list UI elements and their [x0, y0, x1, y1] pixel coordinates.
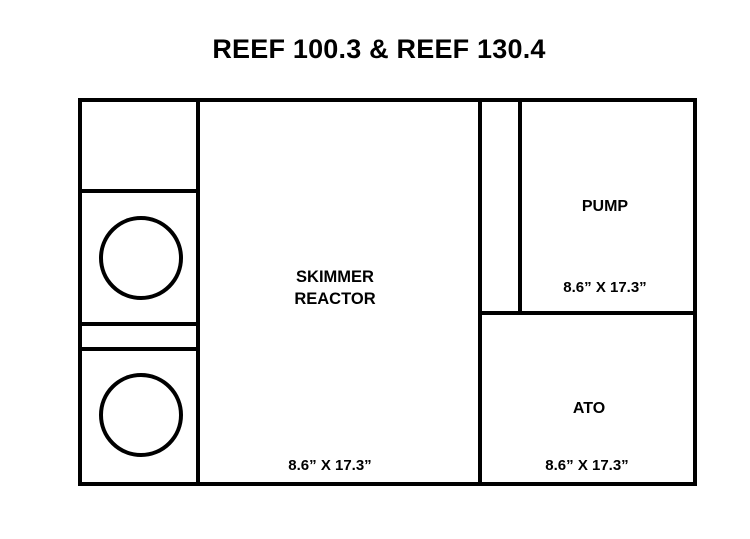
diagram-title: REEF 100.3 & REEF 130.4	[212, 34, 546, 64]
filter-circle-lower	[99, 373, 183, 457]
pump-label: PUMP	[582, 198, 629, 215]
cabinet-outline	[78, 98, 697, 486]
skimmer-label-line1: SKIMMER	[296, 268, 374, 286]
ato-dimensions: 8.6” X 17.3”	[545, 457, 628, 474]
pump-dimensions: 8.6” X 17.3”	[563, 279, 646, 296]
skimmer-dimensions: 8.6” X 17.3”	[288, 457, 371, 474]
ato-label: ATO	[573, 400, 605, 417]
filter-circle-upper	[99, 216, 183, 300]
skimmer-label-line2: REACTOR	[294, 290, 375, 308]
